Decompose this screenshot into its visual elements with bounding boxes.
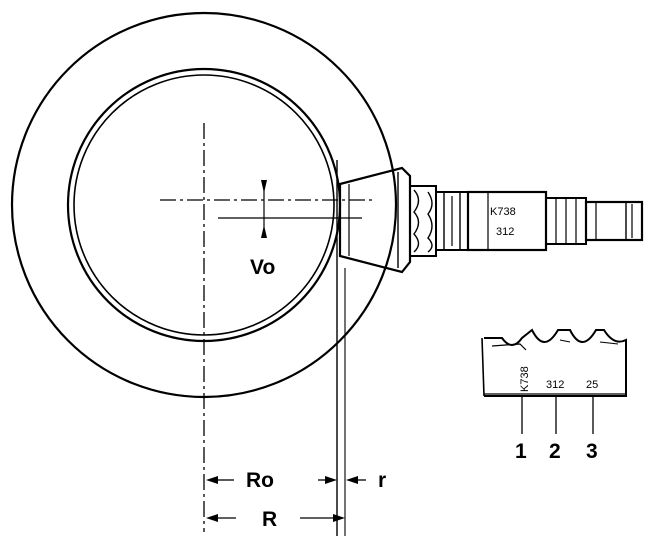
ro-label: Ro <box>246 469 274 492</box>
r-small-label: r <box>378 469 386 492</box>
tooth-code-text: K738 <box>519 366 531 392</box>
tooth-value-text: 312 <box>546 379 564 391</box>
vo-offset-marker: Vo <box>250 180 275 279</box>
pinion-value-text: 312 <box>496 226 514 238</box>
pinion-cone <box>338 166 412 274</box>
callout-3: 3 <box>586 440 598 463</box>
vo-label: Vo <box>250 256 275 279</box>
dimension-r-big: R <box>206 508 345 531</box>
dimension-r-small: r <box>346 469 386 492</box>
dimension-ro: Ro <box>206 469 337 492</box>
tooth-detail: K738 312 25 1 2 3 <box>481 328 627 463</box>
r-big-label: R <box>262 508 277 531</box>
callout-2: 2 <box>549 440 561 463</box>
callout-1: 1 <box>515 440 527 463</box>
tooth-deviation-text: 25 <box>586 379 598 391</box>
pinion-code-text: K738 <box>490 206 516 218</box>
centerlines <box>160 123 372 536</box>
pinion-shaft: K738 312 <box>409 185 644 257</box>
